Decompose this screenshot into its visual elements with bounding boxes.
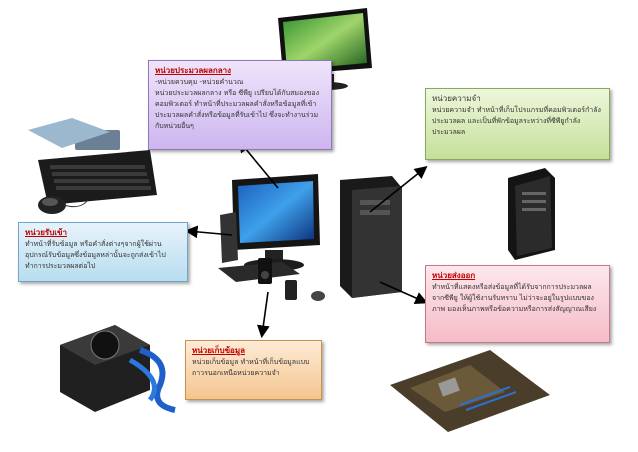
cpu-components: -หน่วยควบคุม -หน่วยคำนวณ: [155, 78, 244, 86]
storage-info-box: หน่วยเก็บข้อมูล หน่วยเก็บข้อมูล ทำหน้าที…: [185, 340, 322, 400]
memory-title: หน่วยความจำ: [432, 94, 481, 103]
input-title: หน่วยรับเข้า: [25, 228, 67, 237]
motherboard-icon: [390, 350, 550, 432]
mouse-icon: [38, 196, 89, 214]
cpu-description: หน่วยประมวลผลกลาง หรือ ซีพียู เปรียบได้ก…: [155, 89, 320, 130]
speaker-icon: [258, 258, 272, 284]
output-info-box: หน่วยส่งออก ทำหน้าที่แสดงหรือส่งข้อมูลที…: [425, 265, 610, 343]
monitor-icon: [278, 8, 372, 90]
output-description: ทำหน้าที่แสดงหรือส่งข้อมูลที่ได้รับจากกา…: [432, 283, 597, 313]
storage-description: หน่วยเก็บข้อมูล ทำหน้าที่เก็บข้อมูลแบบถา…: [192, 358, 310, 377]
tower-case-icon: [340, 176, 402, 298]
memory-description: หน่วยความจำ ทำหน้าที่เก็บโปรแกรมที่คอมพิ…: [432, 106, 601, 136]
storage-title: หน่วยเก็บข้อมูล: [192, 346, 246, 355]
input-info-box: หน่วยรับเข้า ทำหน้าที่รับข้อมูล หรือคำสั…: [18, 222, 188, 282]
cpu-info-box: หน่วยประมวลผลกลาง -หน่วยควบคุม -หน่วยคำน…: [148, 60, 332, 150]
power-supply-icon: [60, 325, 176, 413]
output-title: หน่วยส่งออก: [432, 271, 476, 280]
keyboard-icon: [28, 118, 157, 205]
connector-arrows: [184, 139, 428, 339]
input-description: ทำหน้าที่รับข้อมูล หรือคำสั่งต่างๆจากผู้…: [25, 240, 166, 270]
tower-case-icon: [508, 168, 555, 260]
desktop-computer-icon: [218, 174, 325, 301]
cpu-title: หน่วยประมวลผลกลาง: [155, 66, 231, 75]
memory-info-box: หน่วยความจำ หน่วยความจำ ทำหน้าที่เก็บโปร…: [425, 88, 610, 160]
